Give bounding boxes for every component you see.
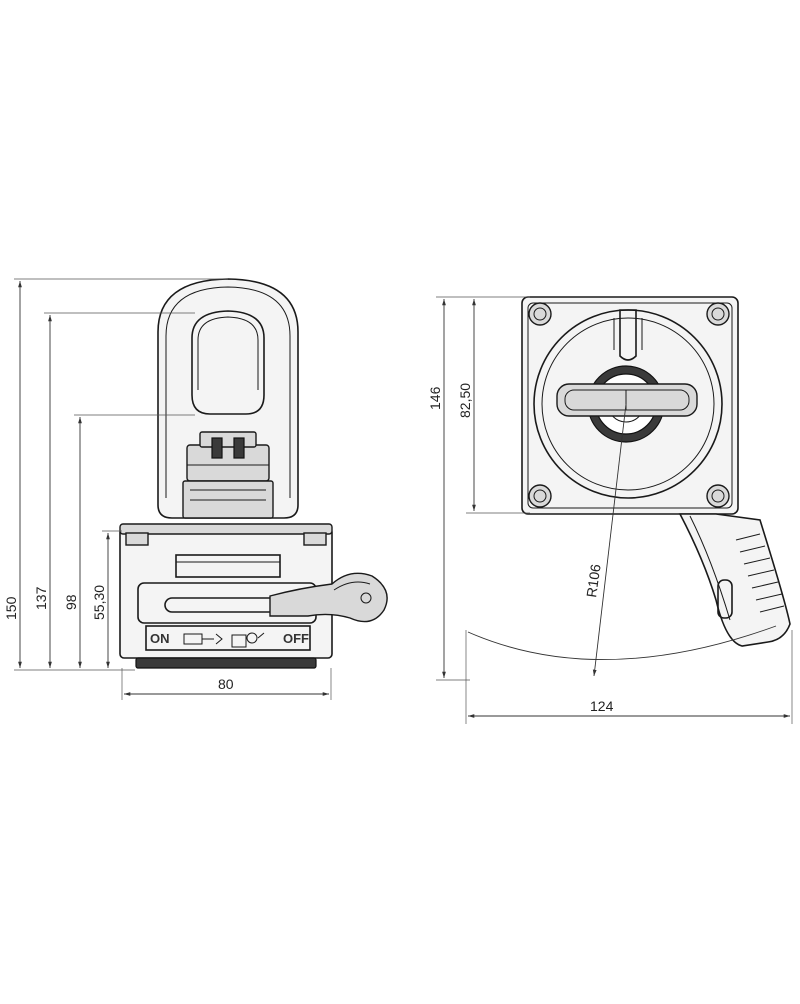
- lock-closed-icon: [183, 633, 223, 645]
- magnet-base: [135, 657, 317, 669]
- dim-80: 80: [218, 676, 234, 692]
- swivel-nut: [186, 444, 270, 482]
- corner-bolt-bottom-right: [706, 484, 730, 508]
- lifting-eye-hole: [191, 310, 265, 415]
- lever-lock-slot: [717, 579, 733, 619]
- corner-bolt-top-right: [706, 302, 730, 326]
- top-view: R106 146 82,50 124: [427, 296, 793, 724]
- radius-line: [592, 403, 627, 677]
- lever-grip-ribs: [735, 533, 785, 613]
- front-view: ON OFF 150 137 98 55,30: [3, 278, 388, 700]
- dim-137: 137: [33, 586, 49, 610]
- dim-150: 150: [3, 596, 19, 620]
- lifting-eye-hole-inner: [197, 316, 259, 390]
- dim-r106: R106: [583, 563, 604, 599]
- lifting-eye-contour: [165, 286, 291, 498]
- dim-8250: 82,50: [457, 383, 473, 418]
- corner-bolt-bottom-left: [528, 484, 552, 508]
- radius-arc: [467, 625, 777, 660]
- label-strip: [145, 625, 311, 651]
- dim-98: 98: [63, 594, 79, 610]
- top-lever-handle: [678, 513, 791, 647]
- lock-open-icon: [231, 632, 265, 648]
- handle-bar: [556, 383, 698, 417]
- lever-handle: [269, 572, 388, 623]
- bolt-head: [211, 437, 223, 459]
- switch-label-on: ON: [150, 631, 170, 646]
- corner-bolt-top-left: [528, 302, 552, 326]
- body-window: [175, 554, 281, 578]
- swivel-cap: [199, 431, 257, 448]
- switch-label-off: OFF: [283, 631, 309, 646]
- dim-124: 124: [590, 698, 614, 714]
- dim-5530: 55,30: [91, 585, 107, 620]
- ring-slot: [619, 309, 637, 361]
- dim-146: 146: [427, 386, 443, 410]
